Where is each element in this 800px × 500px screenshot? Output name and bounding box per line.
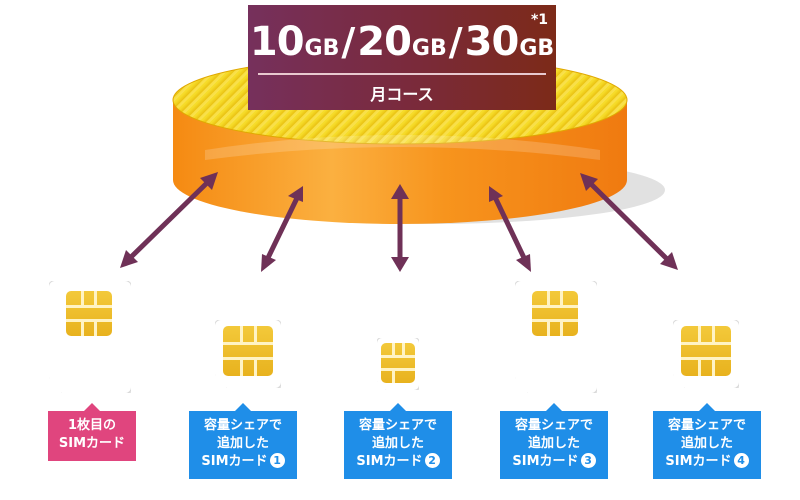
header-divider xyxy=(258,73,546,75)
size-unit-2: GB xyxy=(411,36,447,61)
caption-line: 容量シェアで xyxy=(203,418,282,433)
caption-line: 1枚目の xyxy=(67,418,117,433)
size-value-2: 20 xyxy=(357,19,412,65)
number-badge: 4 xyxy=(733,453,749,468)
sim-chip-icon xyxy=(66,291,112,336)
caption-first-sim: 1枚目の SIMカード xyxy=(48,403,136,461)
size-separator-1: / xyxy=(341,20,356,64)
caption-line: 追加した xyxy=(680,436,733,451)
footnote-marker: *1 xyxy=(530,12,548,28)
arrow-to-sim-2 xyxy=(261,186,303,272)
arrow-to-sim-1 xyxy=(120,172,218,268)
sim-card-2 xyxy=(215,320,281,388)
connection-arrows xyxy=(120,172,678,272)
number-badge: 1 xyxy=(269,453,285,468)
arrow-to-sim-4 xyxy=(489,186,531,272)
sim-chip-icon xyxy=(223,326,273,376)
size-separator-2: / xyxy=(448,20,463,64)
caption-line: SIMカード xyxy=(58,436,126,451)
caption-line: 追加した xyxy=(527,436,580,451)
caption-line: 追加した xyxy=(371,436,424,451)
arrow-to-sim-3 xyxy=(391,184,409,272)
sim-chip-icon xyxy=(381,343,415,383)
caption-line: SIMカード xyxy=(512,454,579,469)
number-badge: 2 xyxy=(424,453,440,468)
size-unit-3: GB xyxy=(519,36,555,61)
plan-header: 10GB/20GB/30GB *1 月コース xyxy=(248,5,556,110)
caption-line: 容量シェアで xyxy=(514,418,593,433)
sim-chip-icon xyxy=(681,326,731,376)
sim-card-4 xyxy=(515,281,597,393)
caption-line: 容量シェアで xyxy=(358,418,437,433)
size-value-1: 10 xyxy=(249,19,305,65)
caption-line: SIMカード xyxy=(201,454,268,469)
plan-label: 月コース xyxy=(370,85,434,104)
sim-card-3 xyxy=(377,338,419,390)
arrow-to-sim-5 xyxy=(580,173,678,270)
number-badge: 3 xyxy=(580,453,596,468)
caption-line: SIMカード xyxy=(356,454,423,469)
sim-chip-icon xyxy=(532,291,578,336)
caption-line: SIMカード xyxy=(665,454,732,469)
size-value-3: 30 xyxy=(464,19,520,65)
sim-card-1 xyxy=(49,281,131,393)
caption-line: 追加した xyxy=(216,436,269,451)
plan-sizes: 10GB/20GB/30GB xyxy=(248,19,556,65)
size-unit-1: GB xyxy=(304,36,340,61)
caption-line: 容量シェアで xyxy=(667,418,746,433)
sim-card-5 xyxy=(673,320,739,388)
